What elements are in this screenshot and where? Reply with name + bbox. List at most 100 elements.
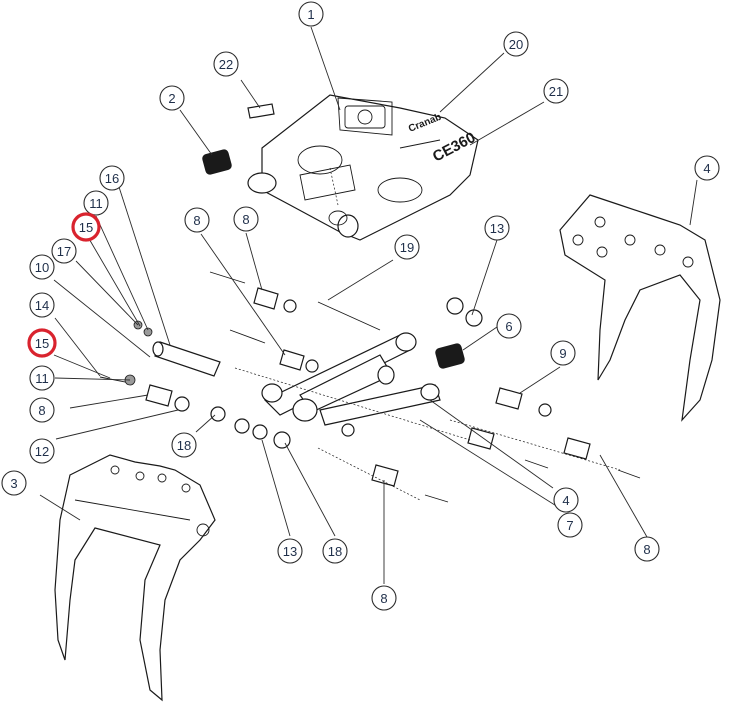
callout-circle	[484, 215, 510, 241]
part-link-arms	[261, 332, 441, 426]
callout-3: 3	[1, 470, 27, 496]
callout-19: 19	[394, 234, 420, 260]
callout-group: 1234467888889101111121313141515161718181…	[1, 1, 720, 611]
callout-number: 15	[35, 336, 49, 351]
callout-8: 8	[29, 397, 55, 423]
callout-number: 3	[10, 476, 17, 491]
callout-circle	[550, 340, 576, 366]
callout-number: 22	[219, 57, 233, 72]
callout-16: 16	[99, 165, 125, 191]
callout-circle	[694, 155, 720, 181]
callout-circle	[322, 538, 348, 564]
callout-number: 15	[79, 220, 93, 235]
callout-circle	[233, 206, 259, 232]
callout-circle	[557, 512, 583, 538]
callout-number: 11	[35, 371, 49, 386]
part-dashed-axes	[234, 167, 621, 501]
callout-number: 8	[242, 212, 249, 227]
callout-circle	[298, 1, 324, 27]
callout-circle	[71, 212, 101, 242]
callout-15-highlighted: 15	[71, 212, 101, 242]
callout-15-highlighted: 15	[27, 328, 57, 358]
callout-circle	[27, 328, 57, 358]
callout-number: 20	[509, 37, 523, 52]
callout-18: 18	[322, 538, 348, 564]
callout-11: 11	[83, 190, 109, 216]
callout-number: 7	[566, 518, 573, 533]
callout-circle	[394, 234, 420, 260]
callout-12: 12	[29, 438, 55, 464]
callout-circle	[634, 536, 660, 562]
callout-2: 2	[159, 85, 185, 111]
callout-number: 6	[505, 319, 512, 334]
callout-circle	[51, 238, 77, 264]
callout-number: 8	[38, 403, 45, 418]
callout-number: 11	[89, 196, 103, 211]
callout-circle	[1, 470, 27, 496]
callout-circle	[213, 51, 239, 77]
callout-number: 8	[380, 591, 387, 606]
callout-number: 9	[559, 346, 566, 361]
callout-number: 14	[35, 298, 49, 313]
callout-13: 13	[484, 215, 510, 241]
callout-22: 22	[213, 51, 239, 77]
callout-17: 17	[51, 238, 77, 264]
callout-number: 13	[283, 544, 297, 559]
callout-circle	[29, 292, 55, 318]
callout-circle	[159, 85, 185, 111]
callout-circle	[83, 190, 109, 216]
callout-4: 4	[553, 487, 579, 513]
callout-8: 8	[184, 207, 210, 233]
callout-6: 6	[496, 313, 522, 339]
leader-lines	[39, 26, 698, 584]
callout-18: 18	[171, 432, 197, 458]
callout-number: 8	[193, 213, 200, 228]
callout-number: 13	[490, 221, 504, 236]
callout-circle	[29, 254, 55, 280]
callout-number: 4	[703, 161, 710, 176]
callout-21: 21	[543, 78, 569, 104]
callout-9: 9	[550, 340, 576, 366]
part-sticker	[247, 103, 275, 119]
callout-8: 8	[371, 585, 397, 611]
callout-1: 1	[298, 1, 324, 27]
callout-number: 12	[35, 444, 49, 459]
callout-number: 8	[643, 542, 650, 557]
callout-circle	[29, 397, 55, 423]
callout-10: 10	[29, 254, 55, 280]
callout-13: 13	[277, 538, 303, 564]
callout-4: 4	[694, 155, 720, 181]
callout-number: 18	[177, 438, 191, 453]
callout-20: 20	[503, 31, 529, 57]
callout-number: 2	[168, 91, 175, 106]
callout-number: 21	[549, 84, 563, 99]
callout-circle	[543, 78, 569, 104]
callout-11: 11	[29, 365, 55, 391]
callout-number: 18	[328, 544, 342, 559]
part-rotator-head: Cranab CE360	[247, 94, 479, 241]
callout-7: 7	[557, 512, 583, 538]
part-spring	[202, 149, 465, 369]
part-pins-and-bushings	[99, 271, 641, 503]
callout-circle	[99, 165, 125, 191]
callout-circle	[29, 438, 55, 464]
callout-circle	[184, 207, 210, 233]
callout-circle	[171, 432, 197, 458]
callout-number: 10	[35, 260, 49, 275]
callout-number: 19	[400, 240, 414, 255]
callout-circle	[371, 585, 397, 611]
callout-circle	[29, 365, 55, 391]
callout-8: 8	[634, 536, 660, 562]
part-grapple-left	[54, 454, 216, 702]
callout-number: 16	[105, 171, 119, 186]
callout-circle	[503, 31, 529, 57]
callout-circle	[277, 538, 303, 564]
callout-circle	[553, 487, 579, 513]
callout-number: 1	[307, 7, 314, 22]
part-grapple-right	[559, 194, 721, 422]
callout-number: 4	[562, 493, 569, 508]
callout-8: 8	[233, 206, 259, 232]
callout-14: 14	[29, 292, 55, 318]
callout-circle	[496, 313, 522, 339]
